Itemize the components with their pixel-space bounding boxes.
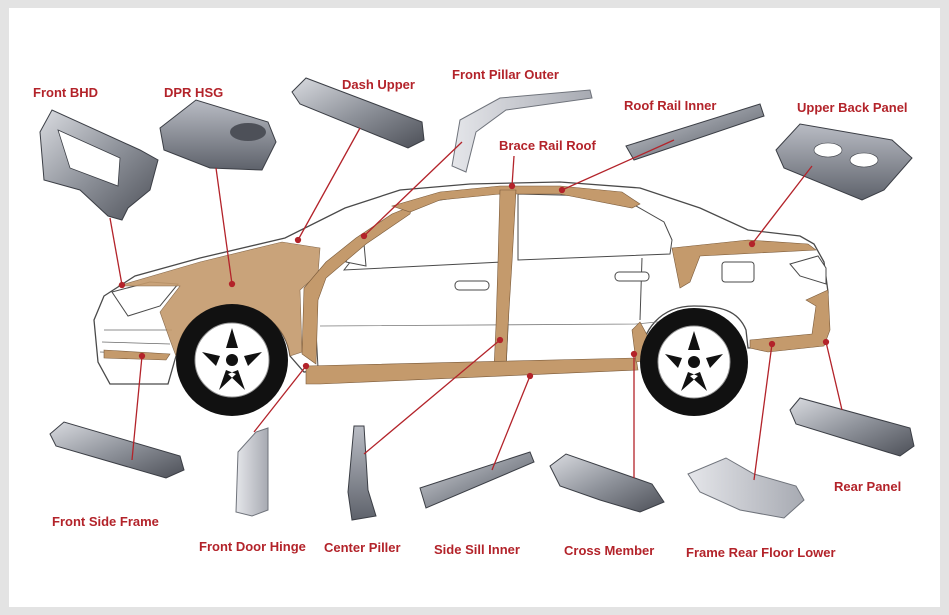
leader-center-piller [363,339,501,455]
leader-front-pillar-outer [363,141,463,237]
part-image-front-side-frame [49,421,185,479]
roof-rail-structure [390,185,641,213]
leader-lines [109,127,843,481]
part-image-side-sill-inner [419,451,535,509]
part-image-front-door-hinge [235,427,269,517]
part-image-frame-rear-floor-lower [687,457,805,519]
leader-brace-rail-roof [511,155,515,187]
leader-front-side-frame [131,355,143,461]
label-roof-rail-inner: Roof Rail Inner [624,98,717,113]
structural-members [103,185,831,385]
part-image-front-bhd [39,109,159,221]
rocker-structure [305,357,639,385]
leader-side-sill-inner [491,375,531,471]
label-center-piller: Center Piller [324,540,401,555]
part-image-dash-upper [291,77,425,149]
front-lower-structure [103,349,171,361]
rear-door-handle [614,271,650,282]
fuel-door [721,261,755,283]
rear-bumper-structure [749,289,831,353]
leader-frame-rear-floor-lower [753,343,773,481]
label-upper-back-panel: Upper Back Panel [797,100,908,115]
label-front-pillar-outer: Front Pillar Outer [452,67,559,82]
rear-quarter-structure [671,239,817,289]
label-dpr-hsg: DPR HSG [164,85,224,100]
label-front-bhd: Front BHD [33,85,98,100]
part-image-front-pillar-outer [451,89,593,173]
leader-dpr-hsg [215,167,233,285]
front-door-handle [454,280,490,291]
part-image-upper-back-panel [775,123,913,201]
label-rear-panel: Rear Panel [834,479,902,494]
label-side-sill-inner: Side Sill Inner [434,542,520,557]
part-image-rear-panel [789,397,915,457]
label-frame-rear-floor-lower: Frame Rear Floor Lower [686,545,836,560]
front-wheel [176,304,288,416]
leader-rear-panel [825,341,843,411]
label-front-side-frame: Front Side Frame [52,514,159,529]
part-image-cross-member [549,453,665,513]
leader-front-bhd [109,217,123,286]
part-image-center-piller [347,425,377,521]
leader-roof-rail-inner [561,139,675,191]
leader-upper-back-panel [751,165,813,245]
label-cross-member: Cross Member [564,543,655,558]
tail-light [789,255,827,285]
label-brace-rail-roof: Brace Rail Roof [499,138,596,153]
part-image-dpr-hsg [159,99,277,171]
leader-front-door-hinge [253,365,307,433]
label-dash-upper: Dash Upper [342,77,415,92]
leader-dash-upper [297,127,361,241]
label-front-door-hinge: Front Door Hinge [199,539,306,554]
rear-wheel [640,308,748,416]
